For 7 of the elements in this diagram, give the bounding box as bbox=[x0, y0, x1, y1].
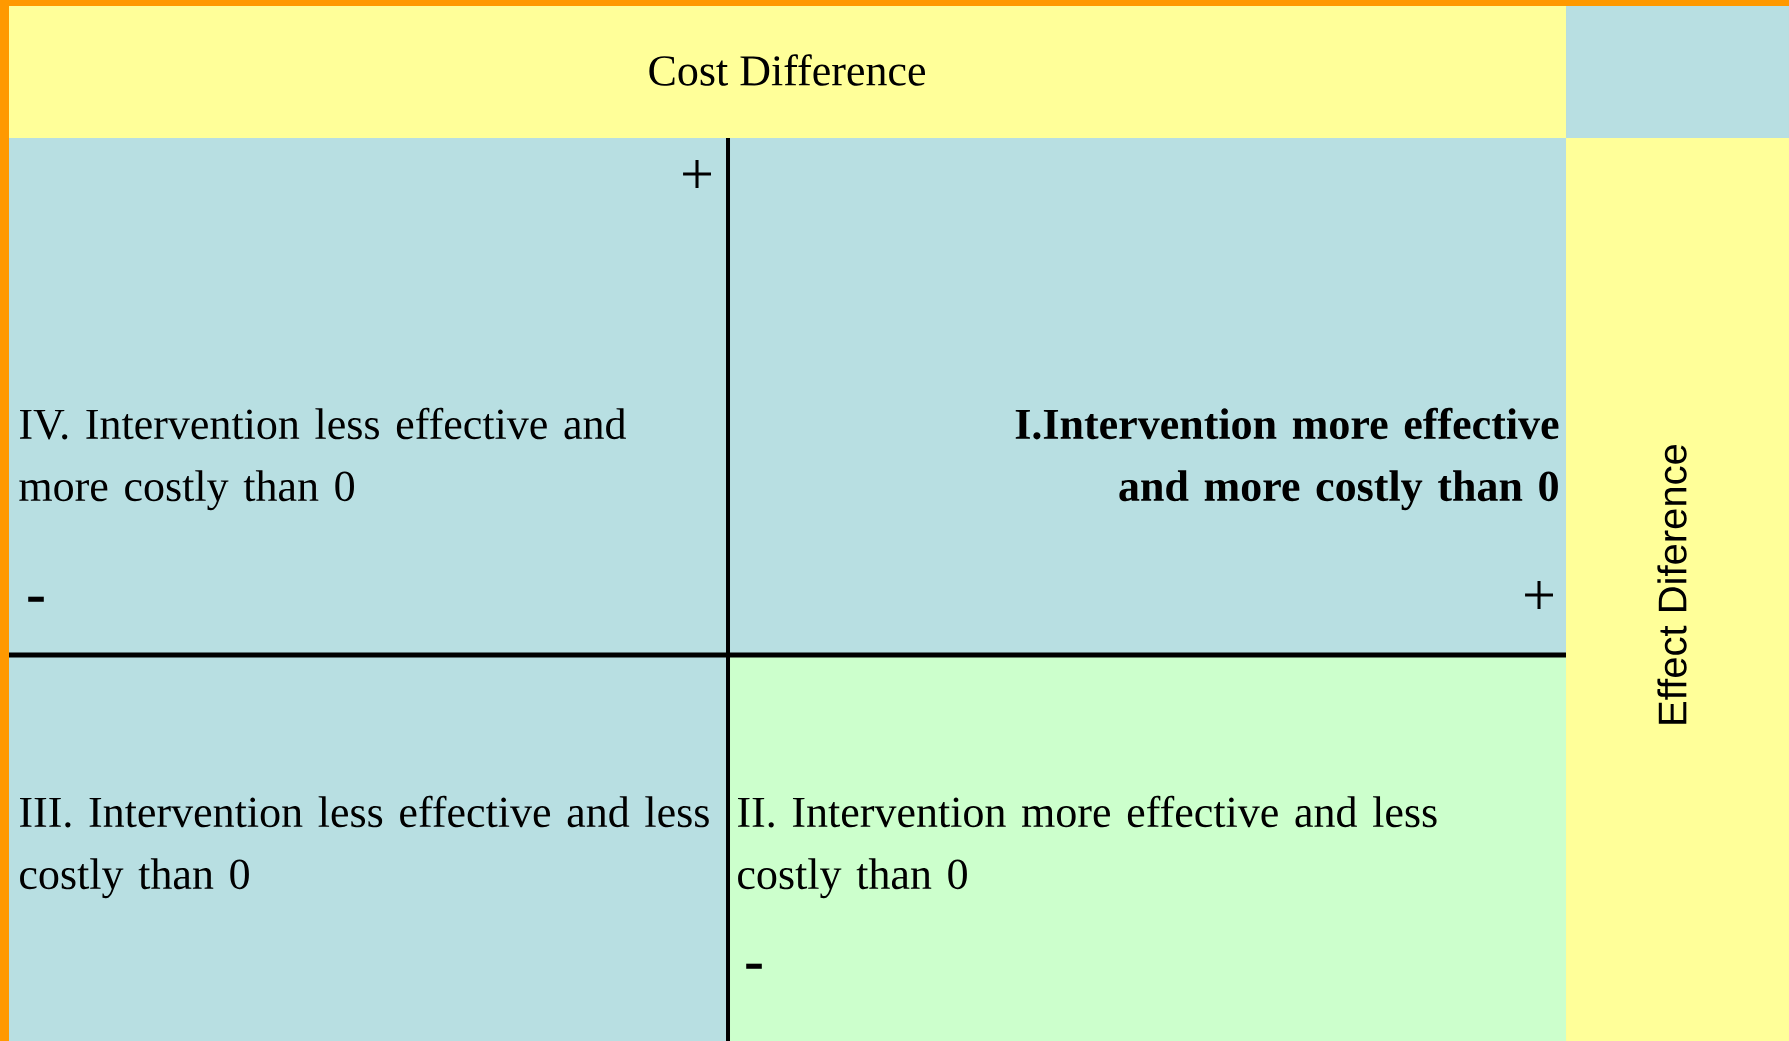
sign-label: + bbox=[683, 160, 711, 188]
header-band: Cost Difference bbox=[9, 6, 1566, 138]
sign-label: + bbox=[1525, 581, 1553, 609]
sign-label: - bbox=[746, 963, 762, 969]
sign-label: - bbox=[28, 596, 44, 602]
quadrant-panel: III. Intervention less effective and less costly than 0 bbox=[9, 655, 728, 1041]
axis-band: Effect Diference bbox=[1566, 138, 1789, 1041]
